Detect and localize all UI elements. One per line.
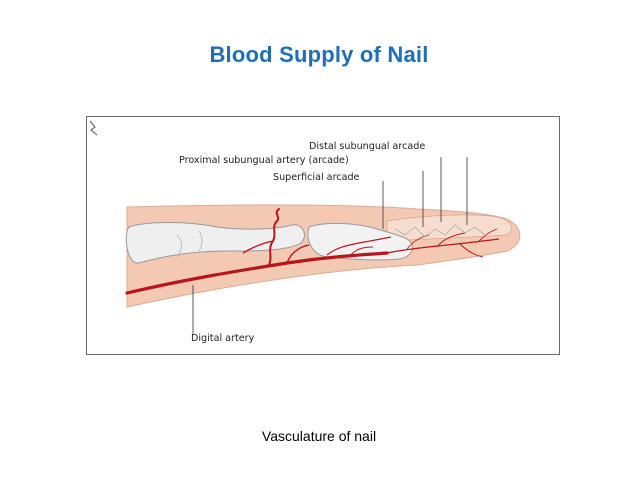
digital-artery-vessel [125,251,389,295]
label-proximal-subungual-artery: Proximal subungual artery (arcade) [179,155,349,166]
bone-detail [198,230,203,252]
nail-plate [386,214,512,242]
proximal-arcade-vessel [268,208,280,266]
middle-phalanx-bone [125,222,305,264]
nail-vasculature-figure: Distal subungual arcade Proximal subungu… [86,116,560,355]
label-digital-artery: Digital artery [191,333,255,344]
label-distal-subungual-arcade: Distal subungual arcade [309,141,426,152]
superficial-arcade-vessel [326,236,392,256]
artery-branch [458,242,484,258]
figure-caption: Vasculature of nail [261,428,377,444]
finger-illustration [89,120,521,335]
capillary-network [394,224,486,238]
artery-branch [478,228,498,242]
artery-branch [436,232,466,248]
slide-title: Blood Supply of Nail [209,42,429,67]
label-superficial-arcade: Superficial arcade [273,172,360,183]
distal-arcade-vessel [386,238,500,254]
corner-mark [89,120,98,136]
artery-branch [286,244,310,264]
artery-branch [242,240,274,254]
bone-detail [176,234,182,258]
artery-branch [348,246,374,258]
